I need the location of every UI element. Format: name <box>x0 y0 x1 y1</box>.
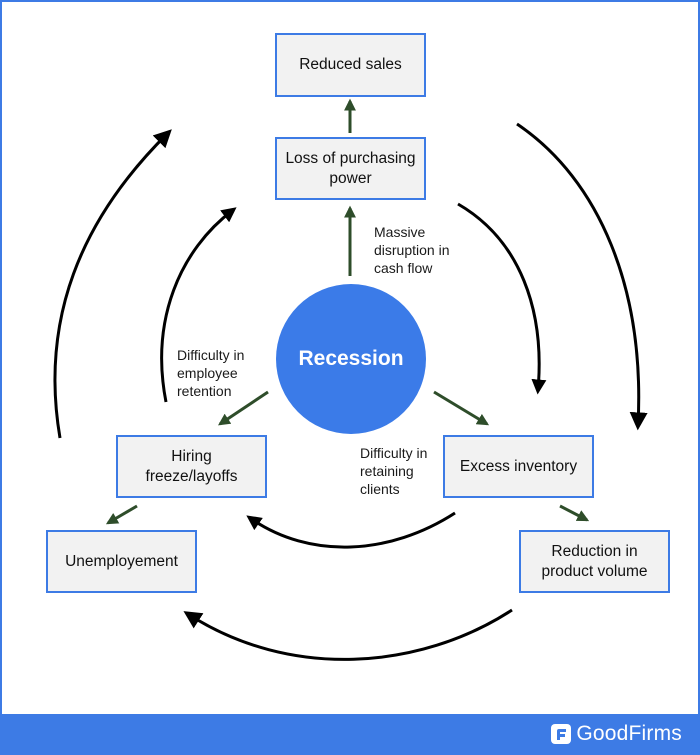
footer-bar: GoodFirms <box>0 714 700 755</box>
box-hiring-freeze: Hiring freeze/layoffs <box>116 435 267 498</box>
recession-label: Recession <box>298 347 404 370</box>
arrow-inventory-to-reduction <box>559 504 590 522</box>
brand-name: GoodFirms <box>576 722 682 745</box>
arrow-outer-right-cycle <box>516 122 648 431</box>
arrow-outer-left-cycle <box>53 129 172 439</box>
arrow-hiring-to-unemployment <box>105 504 138 525</box>
arrow-inner-bottom-cycle <box>246 511 456 549</box>
arrow-outer-bottom-cycle <box>183 608 513 661</box>
box-loss-of-purchasing-power: Loss of purchasing power <box>275 137 426 200</box>
recession-circle: Recession <box>276 284 426 434</box>
arrow-recession-to-hiring <box>218 390 269 426</box>
arrow-inner-left-cycle <box>160 207 237 403</box>
box-reduction-in-product-volume: Reduction in product volume <box>519 530 670 593</box>
arrows-layer <box>53 98 648 661</box>
arrow-recession-to-inventory <box>433 390 490 426</box>
box-reduced-sales: Reduced sales <box>275 33 426 97</box>
diagram-frame <box>0 0 700 714</box>
arrow-inner-right-cycle <box>457 202 547 395</box>
note-client-retention: Difficulty in retaining clients <box>360 445 428 497</box>
brand: GoodFirms <box>550 722 682 746</box>
note-employee-retention: Difficulty in employee retention <box>177 347 245 399</box>
note-cash-flow: Massive disruption in cash flow <box>374 224 450 276</box>
goodfirms-logo-icon <box>551 724 572 744</box>
box-unemployment: Unemployement <box>46 530 197 593</box>
box-excess-inventory: Excess inventory <box>443 435 594 498</box>
